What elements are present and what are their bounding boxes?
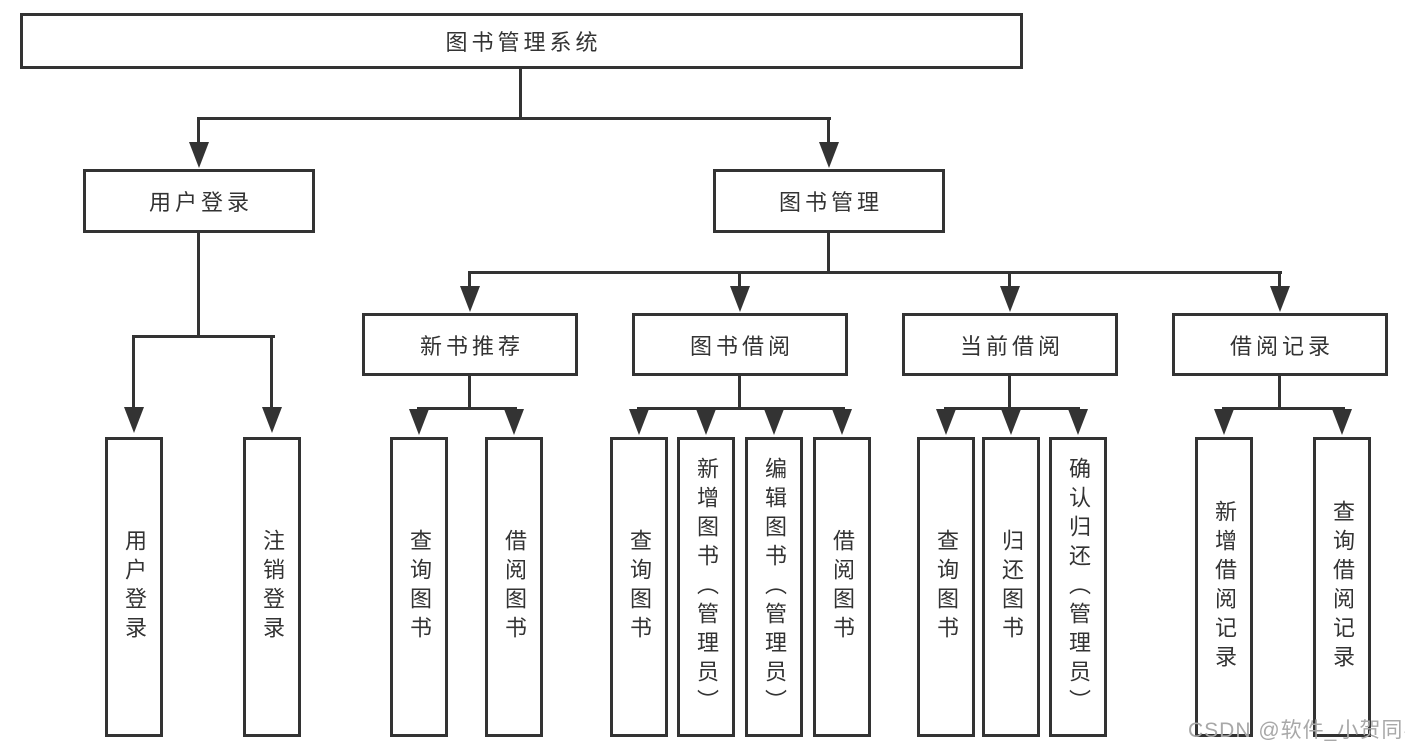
connector-line xyxy=(132,335,275,338)
connector-line xyxy=(468,376,471,410)
node-new-book-recommend: 新书推荐 xyxy=(362,313,578,376)
watermark: CSDN @软件_小贺同学 xyxy=(1188,719,1405,742)
connector-line xyxy=(519,69,522,120)
arrow-down-icon xyxy=(1001,409,1021,435)
arrow-down-icon xyxy=(696,409,716,435)
arrow-down-icon xyxy=(1332,409,1352,435)
leaf-logout: 注销登录 xyxy=(243,437,301,737)
node-user-login: 用户登录 xyxy=(83,169,315,233)
connector-line xyxy=(637,407,845,410)
connector-line xyxy=(270,338,273,408)
connector-line xyxy=(132,338,135,408)
arrow-down-icon xyxy=(262,407,282,433)
arrow-down-icon xyxy=(1000,286,1020,312)
leaf-user-login: 用户登录 xyxy=(105,437,163,737)
arrow-down-icon xyxy=(832,409,852,435)
arrow-down-icon xyxy=(1270,286,1290,312)
connector-line xyxy=(468,274,471,287)
arrow-down-icon xyxy=(504,409,524,435)
connector-line xyxy=(417,407,517,410)
arrow-down-icon xyxy=(1214,409,1234,435)
connector-line xyxy=(827,120,830,144)
arrow-down-icon xyxy=(936,409,956,435)
leaf-records-query-record: 查询借阅记录 xyxy=(1313,437,1371,737)
arrow-down-icon xyxy=(629,409,649,435)
connector-line xyxy=(1008,274,1011,287)
connector-line xyxy=(197,233,200,337)
node-book-management: 图书管理 xyxy=(713,169,945,233)
node-borrow-records: 借阅记录 xyxy=(1172,313,1388,376)
connector-line xyxy=(1278,376,1281,410)
arrow-down-icon xyxy=(1068,409,1088,435)
leaf-current-return-book: 归还图书 xyxy=(982,437,1040,737)
connector-line xyxy=(197,120,200,144)
connector-line xyxy=(738,274,741,287)
leaf-borrow-query-book: 查询图书 xyxy=(610,437,668,737)
leaf-borrow-borrow-book: 借阅图书 xyxy=(813,437,871,737)
arrow-down-icon xyxy=(819,142,839,168)
connector-line xyxy=(1008,376,1011,410)
connector-line xyxy=(827,233,830,274)
connector-line xyxy=(468,271,1282,274)
arrow-down-icon xyxy=(124,407,144,433)
arrow-down-icon xyxy=(730,286,750,312)
leaf-recommend-borrow-book: 借阅图书 xyxy=(485,437,543,737)
leaf-borrow-edit-book-admin: 编辑图书（管理员） xyxy=(745,437,803,737)
leaf-borrow-add-book-admin: 新增图书（管理员） xyxy=(677,437,735,737)
arrow-down-icon xyxy=(189,142,209,168)
connector-line xyxy=(944,407,1080,410)
node-book-borrow: 图书借阅 xyxy=(632,313,848,376)
connector-line xyxy=(738,376,741,410)
connector-line xyxy=(197,117,831,120)
node-current-borrow: 当前借阅 xyxy=(902,313,1118,376)
leaf-records-add-record: 新增借阅记录 xyxy=(1195,437,1253,737)
leaf-current-confirm-return-admin: 确认归还（管理员） xyxy=(1049,437,1107,737)
leaf-recommend-query-book: 查询图书 xyxy=(390,437,448,737)
connector-line xyxy=(1278,274,1281,287)
arrow-down-icon xyxy=(764,409,784,435)
arrow-down-icon xyxy=(460,286,480,312)
leaf-current-query-book: 查询图书 xyxy=(917,437,975,737)
arrow-down-icon xyxy=(409,409,429,435)
connector-line xyxy=(1222,407,1345,410)
node-library-management-system: 图书管理系统 xyxy=(20,13,1023,69)
